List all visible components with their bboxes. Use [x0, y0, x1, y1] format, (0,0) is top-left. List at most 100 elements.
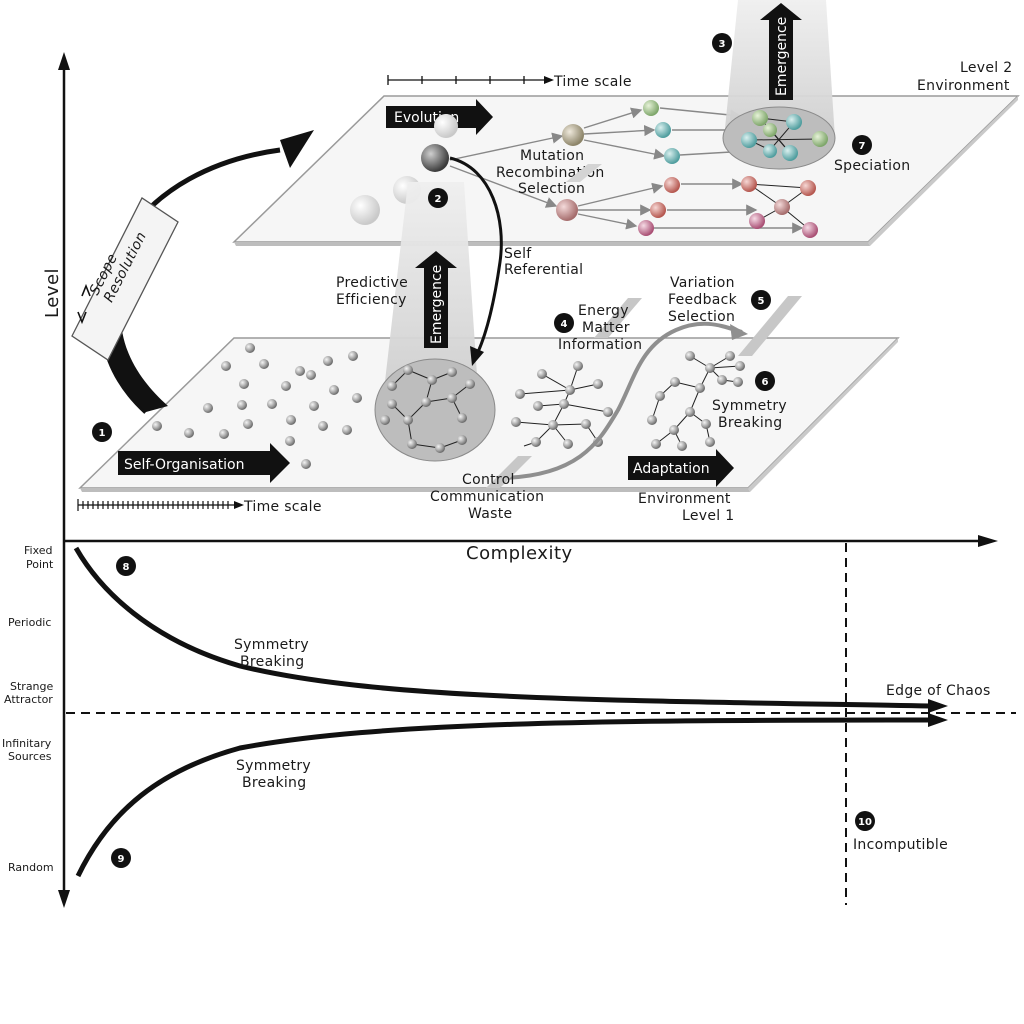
edge-of-chaos-label: Edge of Chaos: [886, 683, 991, 699]
level-axis-title: Level: [42, 268, 63, 318]
badge-7: 7: [852, 135, 872, 155]
ball: [650, 202, 666, 218]
complexity-axis: [64, 535, 998, 547]
svg-text:6: 6: [762, 377, 769, 388]
attractor-label: Attractor: [4, 693, 53, 706]
emergent-cluster: [374, 358, 496, 462]
speciation-cluster: [722, 106, 836, 170]
top-time-scale: [387, 75, 554, 85]
ball: [802, 222, 818, 238]
sources-label: Sources: [8, 750, 52, 763]
self-referential-arrow: [449, 156, 503, 353]
mutation-input-wedge: [566, 164, 602, 182]
badge-8: 8: [116, 556, 136, 576]
bottom-time-scale-label: Time scale: [243, 499, 322, 515]
ball: [741, 132, 757, 148]
emergence-upper-label: Emergence: [774, 17, 790, 96]
adaptation-label: Adaptation: [633, 461, 710, 477]
badge-5: 5: [751, 290, 771, 310]
self-organisation-label: Self-Organisation: [124, 457, 244, 473]
ball: [800, 180, 816, 196]
top-time-scale-label: Time scale: [553, 74, 632, 90]
badge-10: 10: [855, 811, 875, 831]
efficiency-label: Efficiency: [336, 292, 407, 308]
emergence-upper-arrow: [760, 3, 802, 100]
ball: [638, 220, 654, 236]
ball: [763, 144, 777, 158]
ball: [434, 114, 458, 138]
incomputible-label: Incomputible: [853, 837, 948, 853]
feedback-curve: [495, 321, 743, 480]
ball: [350, 195, 380, 225]
lower-convergence-curve: [75, 717, 931, 878]
environment-lower-label: Environment: [638, 491, 731, 507]
ball: [643, 100, 659, 116]
symmetry-breaking-upper-label: Symmetry: [234, 637, 309, 653]
communication-label: Communication: [430, 489, 544, 505]
breaking-lower-label: Breaking: [242, 775, 306, 791]
environment-upper-label: Environment: [917, 78, 1010, 94]
control-output-wedge: [486, 456, 532, 488]
point-label: Point: [26, 558, 54, 571]
ball: [664, 177, 680, 193]
badge-3: 3: [712, 33, 732, 53]
emergence-lower-label: Emergence: [429, 265, 445, 344]
scope-up-arrow-icon: [81, 283, 91, 297]
bottom-time-scale: [77, 499, 236, 511]
symmetry-breaking-top-label: Symmetry: [712, 398, 787, 414]
ball: [752, 110, 768, 126]
complexity-axis-title: Complexity: [466, 543, 573, 564]
information-label: Information: [558, 337, 642, 353]
ball: [664, 148, 680, 164]
self-organisation-arrow: [118, 443, 290, 483]
svg-text:10: 10: [858, 817, 872, 828]
level-axis: [58, 52, 70, 908]
self-label: Self: [504, 246, 532, 262]
level2-label: Level 2: [960, 60, 1012, 76]
upper-convergence-curve: [73, 546, 931, 709]
selection-label: Selection: [518, 181, 585, 197]
svg-text:7: 7: [859, 141, 866, 152]
emergence-lower-arrow: [415, 251, 457, 348]
resolution-down-arrow-icon: [77, 311, 87, 325]
svg-text:3: 3: [719, 39, 726, 50]
badge-4: 4: [554, 313, 574, 333]
referential-label: Referential: [504, 262, 583, 278]
svg-text:2: 2: [435, 194, 442, 205]
periodic-label: Periodic: [8, 616, 51, 629]
predictive-label: Predictive: [336, 275, 408, 291]
svg-text:9: 9: [118, 854, 125, 865]
ball: [786, 114, 802, 130]
ball: [812, 131, 828, 147]
variation-label: Variation: [670, 275, 735, 291]
ball: [782, 145, 798, 161]
ball: [556, 199, 578, 221]
symmetry-breaking-lower-label: Symmetry: [236, 758, 311, 774]
adaptation-arrow: [628, 449, 734, 487]
ball: [763, 123, 777, 137]
svg-text:5: 5: [758, 296, 765, 307]
energy-input-wedge: [594, 298, 642, 338]
level1-label: Level 1: [682, 508, 734, 524]
scope-resolution-tag: [71, 197, 179, 361]
random-label: Random: [8, 861, 54, 874]
infinitary-label: Infinitary: [2, 737, 52, 750]
breaking-top-label: Breaking: [718, 415, 782, 431]
selection-lower-label: Selection: [668, 309, 735, 325]
badge-9: 9: [111, 848, 131, 868]
ball: [741, 176, 757, 192]
energy-label: Energy: [578, 303, 629, 319]
breaking-upper-label: Breaking: [240, 654, 304, 670]
speciation-label: Speciation: [834, 158, 910, 174]
svg-text:8: 8: [123, 562, 130, 573]
control-label: Control: [462, 472, 515, 488]
particle-field: [152, 343, 362, 469]
badge-6: 6: [755, 371, 775, 391]
ball: [749, 213, 765, 229]
feedback-label: Feedback: [668, 292, 738, 308]
ball: [655, 122, 671, 138]
variation-input-wedge: [738, 296, 802, 356]
fixed-label: Fixed: [24, 544, 53, 557]
badge-1: 1: [92, 422, 112, 442]
